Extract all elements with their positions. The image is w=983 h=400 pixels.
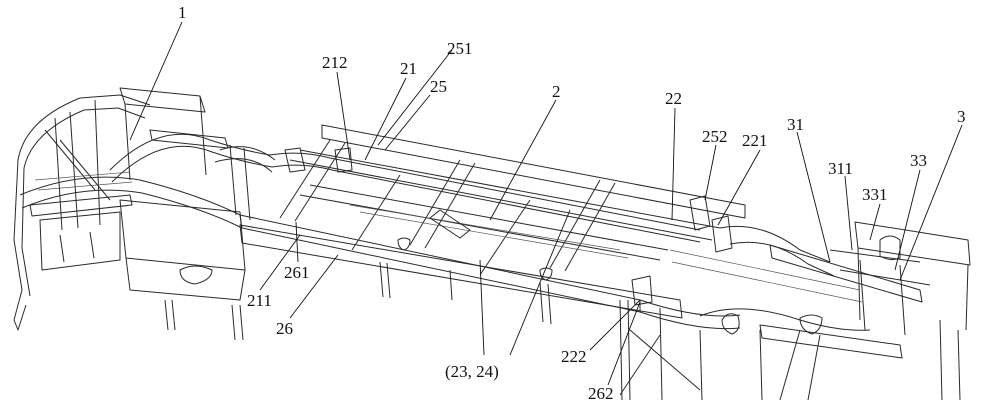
curved-side-rails [19,133,741,330]
label-25: 25 [430,77,447,96]
label-252: 252 [702,127,728,146]
label-1: 1 [178,3,187,22]
rear-frame-structure [619,195,971,400]
label-331: 331 [862,185,888,204]
label-3: 3 [957,107,966,126]
label-261: 261 [284,263,310,282]
label-2: 2 [552,82,561,101]
label-222: 222 [561,347,587,366]
label-251: 251 [447,39,473,58]
label-311: 311 [828,159,853,178]
label-23-24: (23, 24) [445,362,499,381]
label-212: 212 [322,53,348,72]
label-221: 221 [742,131,768,150]
leader-lines [129,21,963,386]
reference-labels: 1 212 21 251 25 2 22 252 221 31 3 311 33… [178,3,966,400]
label-22: 22 [665,89,682,108]
label-33: 33 [910,151,927,170]
middle-frame-structure [214,124,746,325]
label-21: 21 [400,59,417,78]
label-262: 262 [588,384,614,400]
label-211: 211 [247,291,272,310]
label-26: 26 [276,319,293,338]
label-31: 31 [787,115,804,134]
